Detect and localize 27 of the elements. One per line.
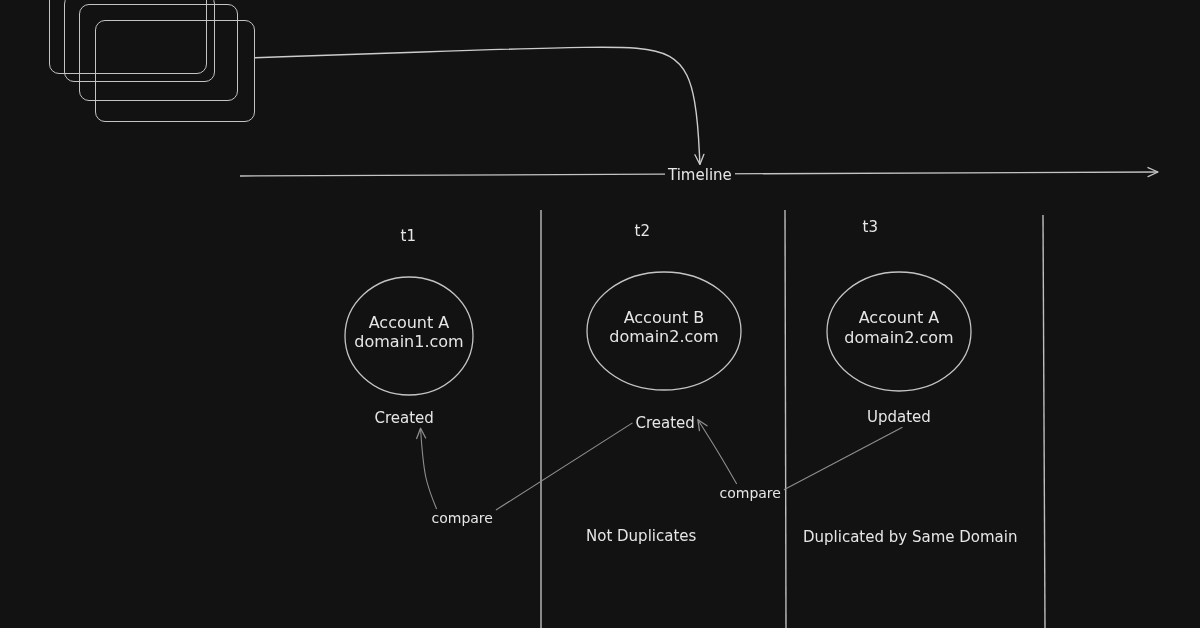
stacked-card <box>79 4 238 101</box>
column-caption: Duplicated by Same Domain <box>803 527 1018 547</box>
domain-name: domain2.com <box>844 327 954 347</box>
status-label: Created <box>632 412 698 434</box>
account-ellipse <box>826 271 972 392</box>
status-label: Created <box>371 407 437 429</box>
status-label: Updated <box>864 406 934 428</box>
stacked-card <box>95 20 255 122</box>
time-label: t2 <box>634 221 650 241</box>
time-label: t1 <box>400 226 416 246</box>
column-caption: Not Duplicates <box>586 526 697 546</box>
domain-name: domain2.com <box>609 327 719 347</box>
compare-label: compare <box>428 509 496 529</box>
arrow <box>416 427 438 510</box>
account-name: Account A <box>368 312 450 332</box>
account-name: Account B <box>623 307 705 327</box>
account-ellipse <box>586 271 742 391</box>
account-name: Account A <box>858 308 940 328</box>
arrow <box>697 419 738 485</box>
stacked-card <box>49 0 207 74</box>
domain-name: domain1.com <box>354 332 464 352</box>
curved-arrow <box>254 46 705 166</box>
connector-line <box>783 426 903 491</box>
account-ellipse <box>344 276 474 396</box>
time-label: t3 <box>862 217 878 237</box>
compare-label: compare <box>716 484 784 504</box>
connector-line <box>495 422 634 511</box>
